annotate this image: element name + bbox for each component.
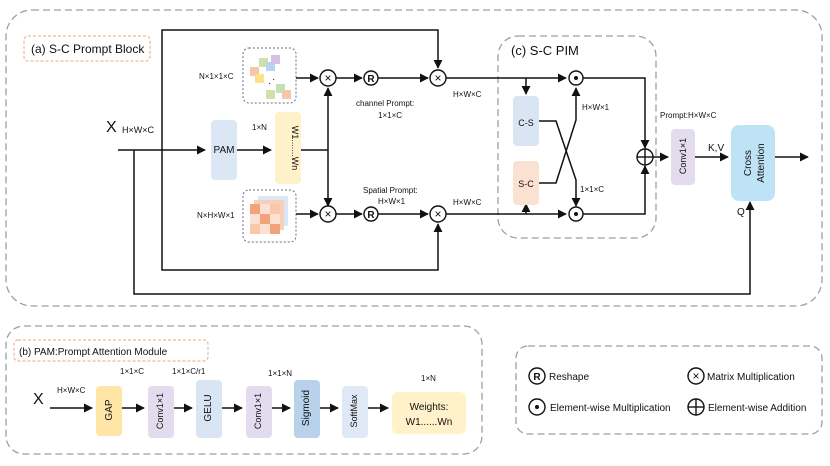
weights-label-1: Weights:: [410, 402, 449, 413]
matmul-bottom-1-icon: ×: [324, 207, 331, 221]
cross-attention-box: [731, 125, 775, 201]
cross-attention-label-2: Attention: [756, 143, 767, 182]
pam-label: PAM: [214, 145, 235, 156]
b-conv1-label: Conv1×1: [155, 393, 165, 429]
hwc-bottom-label: H×W×C: [453, 198, 482, 207]
b-11n-label: 1×1×N: [268, 369, 292, 378]
gap-label: GAP: [104, 399, 115, 420]
b-11c-label: 1×1×C: [120, 367, 144, 376]
weights-vertical-label: W1.......Wn: [290, 126, 300, 171]
softmax-label: SoftMax: [349, 394, 359, 428]
hwc-top-label: H×W×C: [453, 90, 482, 99]
sc-prompt-block-label: (a) S-C Prompt Block: [31, 42, 145, 56]
conv1x1-box: [671, 129, 695, 185]
cs-to-bottom-ewmul: [539, 120, 581, 207]
spatial-prompt-icon: [250, 196, 288, 234]
sc-pim-label: (c) S-C PIM: [511, 43, 579, 58]
nhw1-label: N×H×W×1: [197, 211, 235, 220]
input-x-top: X: [106, 119, 117, 136]
one1c-label: 1×1×C: [580, 185, 604, 194]
b-hwc-label: H×W×C: [57, 386, 86, 395]
ewmul-top-dot: [574, 76, 578, 80]
sc-pim-frame: [497, 35, 657, 239]
sc-box: [513, 161, 539, 205]
channel-prompt-dim: 1×1×C: [378, 111, 402, 120]
b-1n-label: 1×N: [421, 374, 436, 383]
kv-label: K,V: [708, 143, 724, 154]
input-top-skip-line: [161, 29, 443, 150]
gelu-label: GELU: [203, 394, 214, 421]
reshape-top-icon: R: [367, 74, 375, 85]
pam-module-label-box: [13, 339, 209, 362]
q-label: Q: [737, 207, 745, 218]
channel-prompt-label: channel Prompt:: [356, 99, 414, 108]
legend-elemadd-text: Element-wise Addition: [708, 403, 806, 414]
pam-module-label: (b) PAM:Prompt Attention Module: [19, 347, 168, 358]
matmul-bottom-2-icon: ×: [434, 207, 441, 221]
legend-elemmul-dot: [535, 405, 539, 409]
n11c-label: N×1×1×C: [199, 72, 234, 81]
legend-matmul-symbol: ×: [692, 369, 699, 383]
softmax-box: [342, 386, 368, 438]
svg-text:·: ·: [272, 74, 275, 85]
legend-reshape-text: Reshape: [549, 372, 589, 383]
input-x-bottom: X: [33, 391, 44, 408]
cs-label: C-S: [518, 118, 534, 128]
weights-label-2: W1......Wn: [406, 417, 453, 428]
legend-reshape-symbol: R: [533, 372, 541, 383]
b-11cr1-label: 1×1×C/r1: [172, 367, 206, 376]
pam-module-frame: [5, 325, 483, 455]
spatial-prompt-icon-frame: [242, 189, 297, 243]
cross-attention-label-1: Cross: [743, 150, 754, 176]
legend-matmul-icon: [687, 367, 705, 385]
weights-box: [392, 392, 466, 434]
sigmoid-label: Sigmoid: [301, 390, 312, 426]
legend-elemmul-text: Element-wise Multiplication: [550, 403, 671, 414]
ewmul-top-to-add: [583, 77, 650, 149]
matmul-top-1-icon: ×: [324, 71, 331, 85]
svg-text:·: ·: [268, 78, 271, 89]
spatial-prompt-label: Spatial Prompt:: [363, 186, 418, 195]
hw1-label: H×W×1: [582, 103, 610, 112]
gap-box: [96, 386, 122, 436]
b-conv1-box: [148, 386, 174, 438]
ewmul-bottom-dot: [574, 212, 578, 216]
query-path-line: [133, 150, 755, 295]
pam-box: [211, 120, 237, 180]
legend-reshape-icon: [528, 367, 546, 385]
cs-box: [513, 96, 539, 146]
sigmoid-box: [294, 380, 320, 438]
sc-prompt-block-label-box: [23, 35, 151, 62]
spatial-prompt-dim: H×W×1: [378, 197, 406, 206]
input-bottom-skip-line: [161, 150, 443, 271]
reshape-bottom-icon: R: [367, 210, 375, 221]
legend-matmul-text: Matrix Multiplication: [707, 372, 795, 383]
input-hwc-label: H×W×C: [122, 125, 155, 135]
sc-label: S-C: [518, 179, 534, 189]
sc-to-top-ewmul: [539, 87, 581, 184]
prompt-hwc-label: Prompt:H×W×C: [660, 111, 717, 120]
conv1x1-label: Conv1×1: [678, 138, 688, 174]
legend-frame: [515, 345, 823, 435]
channel-prompt-icon-frame: [242, 47, 297, 104]
sc-prompt-block-frame: [5, 9, 823, 307]
b-conv2-box: [246, 386, 272, 438]
weights-vertical-box: [275, 112, 301, 184]
ewmul-bottom-to-add: [583, 165, 650, 215]
gelu-box: [196, 380, 222, 438]
matmul-top-2-icon: ×: [434, 71, 441, 85]
channel-prompt-icon: · ·: [250, 55, 291, 99]
one-n-top-label: 1×N: [252, 123, 267, 132]
b-conv2-label: Conv1×1: [253, 393, 263, 429]
